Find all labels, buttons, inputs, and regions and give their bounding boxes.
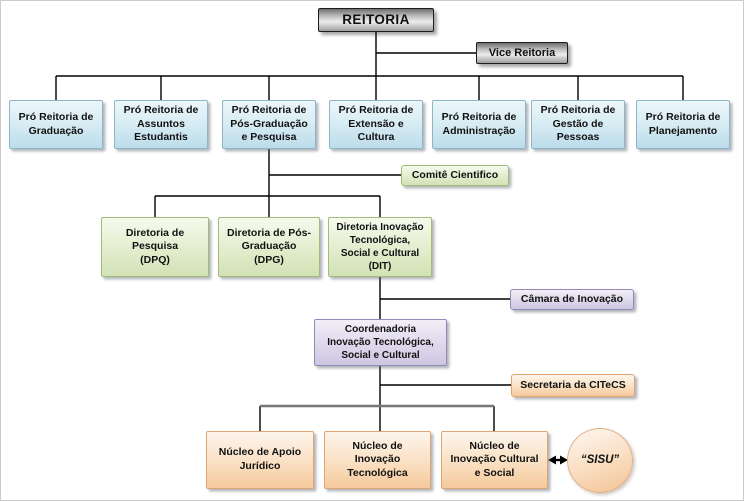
node-camara-inovacao: Câmara de Inovação bbox=[510, 289, 634, 310]
node-nucleo-inovacao-tecnologica: Núcleo de Inovação Tecnológica bbox=[324, 431, 431, 489]
node-nucleo-inovacao-cultural-social: Núcleo de Inovação Cultural e Social bbox=[441, 431, 548, 489]
node-coordenadoria-citecs: Coordenadoria Inovação Tecnológica, Soci… bbox=[314, 319, 447, 366]
node-pro-reitoria-administracao: Pró Reitoria de Administração bbox=[432, 100, 526, 149]
node-diretoria-pesquisa-dpq: Diretoria de Pesquisa (DPQ) bbox=[101, 217, 209, 277]
node-pro-reitoria-pos-graduacao-pesquisa: Pró Reitoria de Pós-Graduação e Pesquisa bbox=[222, 100, 316, 149]
double-arrow-icon bbox=[548, 455, 568, 465]
node-pro-reitoria-extensao-cultura: Pró Reitoria de Extensão e Cultura bbox=[329, 100, 423, 149]
node-sisu-circle: “SISU” bbox=[567, 428, 633, 493]
node-secretaria-citecs: Secretaria da CITeCS bbox=[511, 374, 635, 397]
node-nucleo-apoio-juridico: Núcleo de Apoio Jurídico bbox=[206, 431, 314, 489]
connector-black-lines bbox=[55, 32, 684, 431]
node-diretoria-inovacao-dit: Diretoria Inovação Tecnológica, Social e… bbox=[328, 217, 432, 277]
node-pro-reitoria-gestao-pessoas: Pró Reitoria de Gestão de Pessoas bbox=[531, 100, 625, 149]
node-diretoria-pos-graduacao-dpg: Diretoria de Pós- Graduação (DPG) bbox=[218, 217, 320, 277]
node-pro-reitoria-assuntos-estudantis: Pró Reitoria de Assuntos Estudantis bbox=[114, 100, 208, 149]
node-pro-reitoria-planejamento: Pró Reitoria de Planejamento bbox=[636, 100, 730, 149]
node-vice-reitoria: Vice Reitoria bbox=[476, 42, 568, 64]
node-comite-cientifico: Comitê Cientifico bbox=[401, 165, 509, 186]
node-pro-reitoria-graduacao: Pró Reitoria de Graduação bbox=[9, 100, 103, 149]
node-reitoria: REITORIA bbox=[318, 8, 434, 32]
